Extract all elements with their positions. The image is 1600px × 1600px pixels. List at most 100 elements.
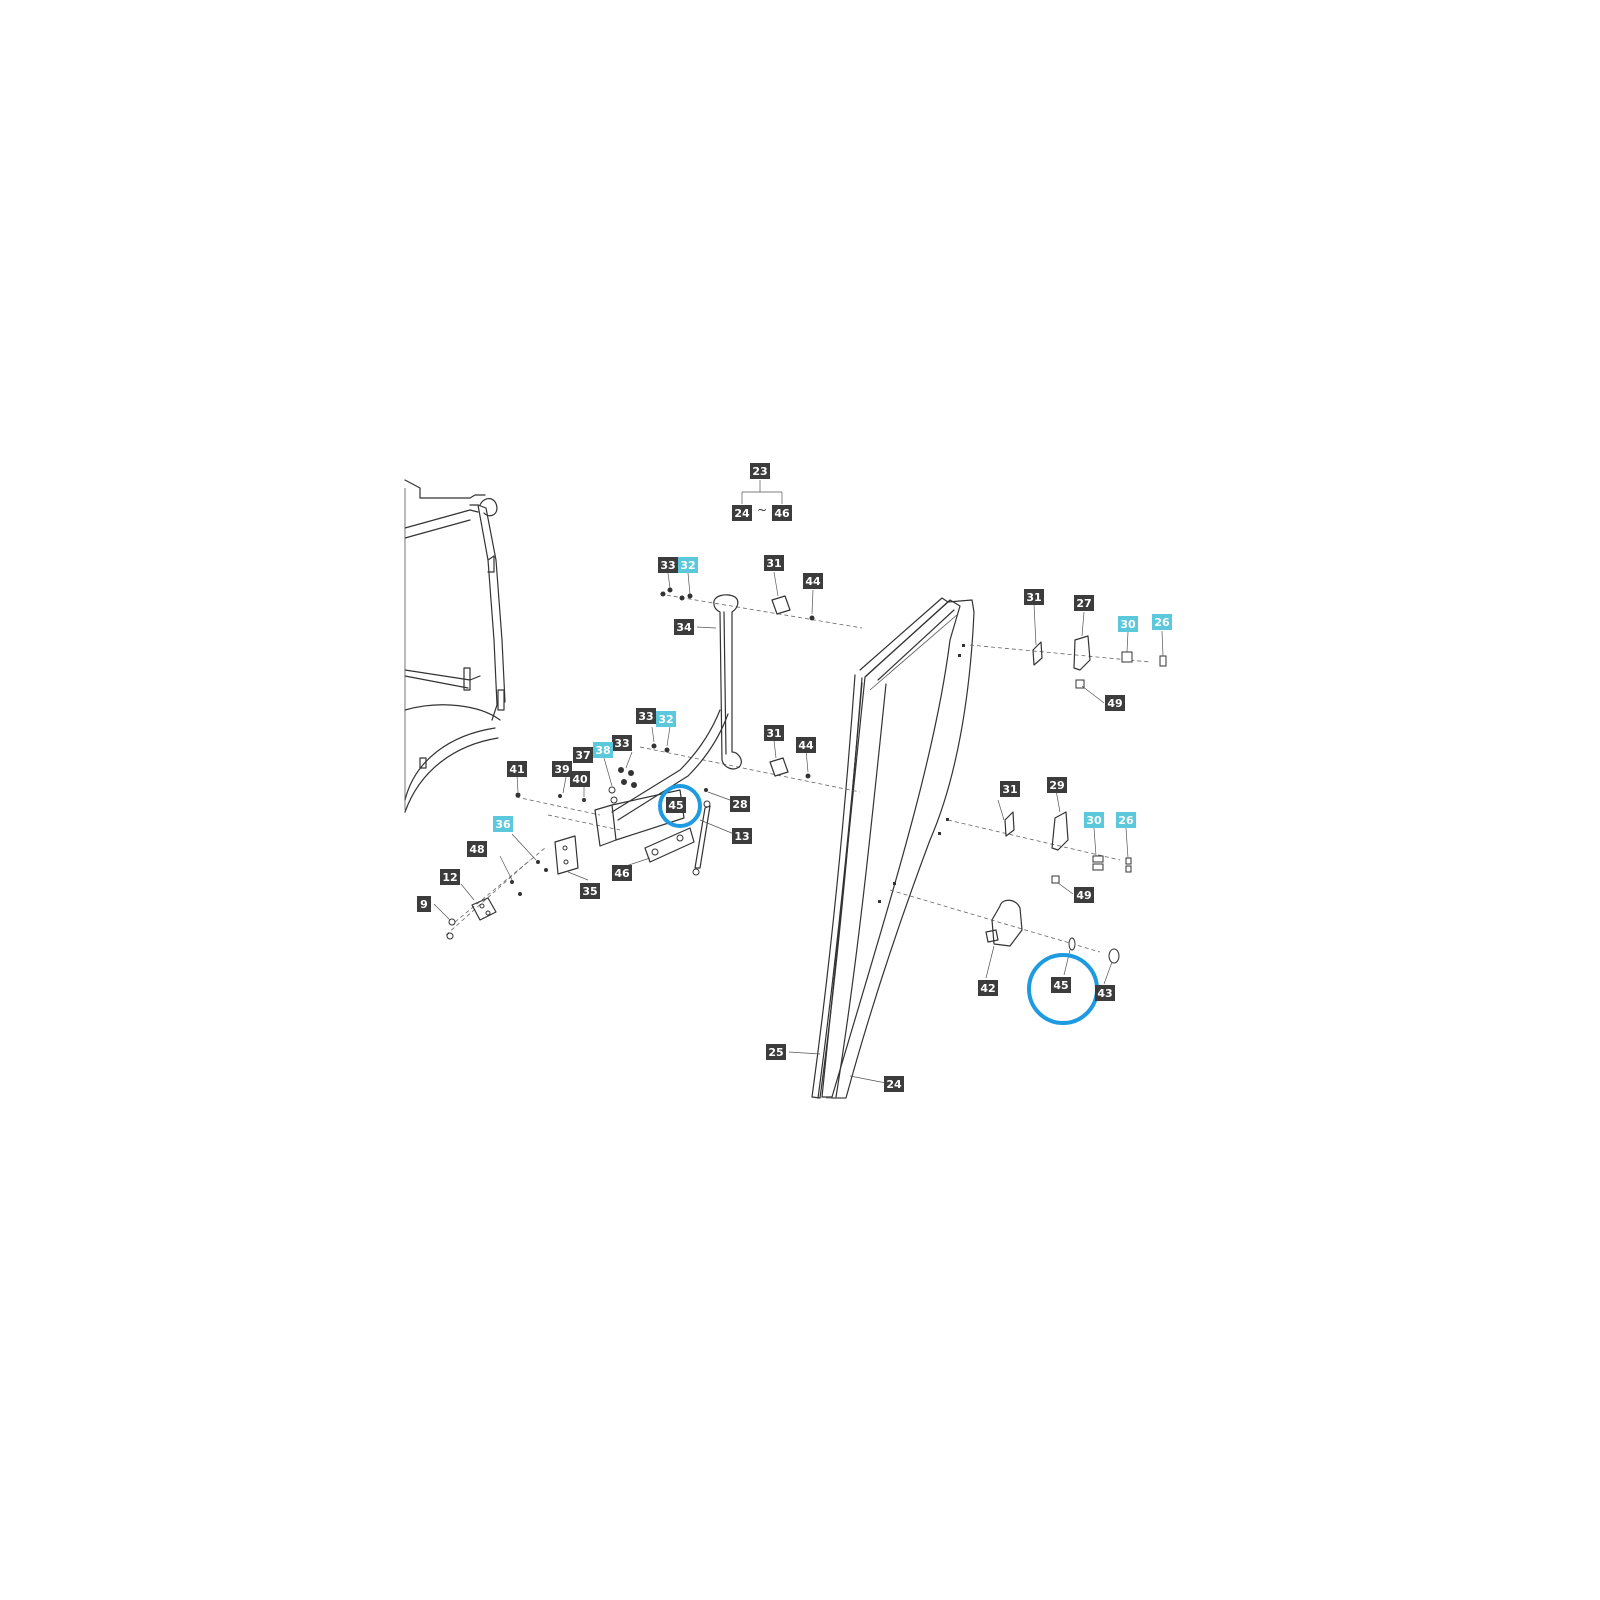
callout-43: 43: [1095, 985, 1115, 1001]
callout-31: 31: [764, 725, 784, 741]
callout-box: [772, 505, 792, 521]
callout-label: 35: [582, 885, 597, 898]
callout-label: 32: [680, 559, 695, 572]
callout-32: 32: [656, 711, 676, 727]
callout-box: [1051, 977, 1071, 993]
callout-label: 42: [980, 982, 995, 995]
callout-label: 39: [554, 763, 569, 776]
callout-45: 45: [1051, 977, 1071, 993]
callout-label: 40: [572, 773, 588, 786]
callout-41: 41: [507, 761, 527, 777]
leader-lines: [433, 480, 1164, 1084]
callout-label: 25: [768, 1046, 783, 1059]
callout-30: 30: [1084, 812, 1104, 828]
assembly-lines: [445, 593, 1151, 953]
callout-box: [1074, 595, 1094, 611]
callout-box: [1095, 985, 1115, 1001]
callout-box: [507, 761, 527, 777]
callout-label: 41: [509, 763, 524, 776]
callout-box: [796, 737, 816, 753]
support-arm: [611, 594, 742, 821]
callout-44: 44: [796, 737, 816, 753]
callout-label: 24: [734, 507, 750, 520]
callout-label: 31: [1026, 591, 1041, 604]
callout-label: 38: [595, 744, 610, 757]
callout-box: [440, 869, 460, 885]
callout-box: [750, 463, 770, 479]
callout-box: [666, 797, 686, 813]
callout-label: 44: [798, 739, 814, 752]
callout-box: [593, 742, 613, 758]
callout-box: [732, 828, 752, 844]
callout-box: [764, 725, 784, 741]
callout-9: 9: [417, 896, 431, 912]
callout-31: 31: [1000, 781, 1020, 797]
callout-box: [730, 796, 750, 812]
callout-box: [612, 735, 632, 751]
cab-frame: [404, 479, 506, 813]
callout-box: [764, 555, 784, 571]
callout-label: 43: [1097, 987, 1112, 1000]
callout-label: 49: [1107, 697, 1122, 710]
highlight-ring-45-upper: [658, 784, 702, 828]
callout-label: 31: [766, 727, 781, 740]
callout-42: 42: [978, 980, 998, 996]
callout-30: 30: [1118, 616, 1138, 632]
callout-label: 46: [614, 867, 630, 880]
callout-box: [1105, 695, 1125, 711]
callout-13: 13: [732, 828, 752, 844]
callout-box: [674, 619, 694, 635]
callout-27: 27: [1074, 595, 1094, 611]
callout-label: 9: [420, 898, 428, 911]
callout-box: [1116, 812, 1136, 828]
callout-label: 33: [638, 710, 653, 723]
callout-label: 44: [805, 575, 821, 588]
callout-box: [1000, 781, 1020, 797]
callout-24: 24: [732, 505, 752, 521]
callout-49: 49: [1074, 887, 1094, 903]
callout-label: 27: [1076, 597, 1091, 610]
callout-box: [1074, 887, 1094, 903]
callout-49: 49: [1105, 695, 1125, 711]
callout-label: 33: [660, 559, 675, 572]
callout-label: 29: [1049, 779, 1064, 792]
callout-box: [978, 980, 998, 996]
callout-box: [1084, 812, 1104, 828]
callout-label: 23: [752, 465, 767, 478]
callout-48: 48: [467, 841, 487, 857]
callout-36: 36: [493, 816, 513, 832]
hinge-parts: [446, 587, 1167, 964]
callout-label: 46: [774, 507, 790, 520]
callout-12: 12: [440, 869, 460, 885]
callout-45: 45: [666, 797, 686, 813]
callout-28: 28: [730, 796, 750, 812]
callout-25: 25: [766, 1044, 786, 1060]
callout-label: 36: [495, 818, 511, 831]
callout-label: 26: [1118, 814, 1134, 827]
callout-box: [732, 505, 752, 521]
callout-33: 33: [636, 708, 656, 724]
callout-box: [612, 865, 632, 881]
callout-33: 33: [612, 735, 632, 751]
callout-label: 13: [734, 830, 749, 843]
callout-23: 23: [750, 463, 770, 479]
callout-29: 29: [1047, 777, 1067, 793]
callout-box: [678, 557, 698, 573]
callout-label: 37: [575, 749, 590, 762]
callout-box: [656, 711, 676, 727]
callout-label: 48: [469, 843, 484, 856]
callout-label: 45: [1053, 979, 1068, 992]
callout-box: [1024, 589, 1044, 605]
callout-24: 24: [884, 1076, 904, 1092]
callout-label: 31: [1002, 783, 1017, 796]
callout-38: 38: [593, 742, 613, 758]
callout-box: [884, 1076, 904, 1092]
callout-box: [417, 896, 431, 912]
callout-31: 31: [764, 555, 784, 571]
callout-34: 34: [674, 619, 694, 635]
callout-box: [493, 816, 513, 832]
callout-box: [1152, 614, 1172, 630]
callout-40: 40: [570, 771, 590, 787]
